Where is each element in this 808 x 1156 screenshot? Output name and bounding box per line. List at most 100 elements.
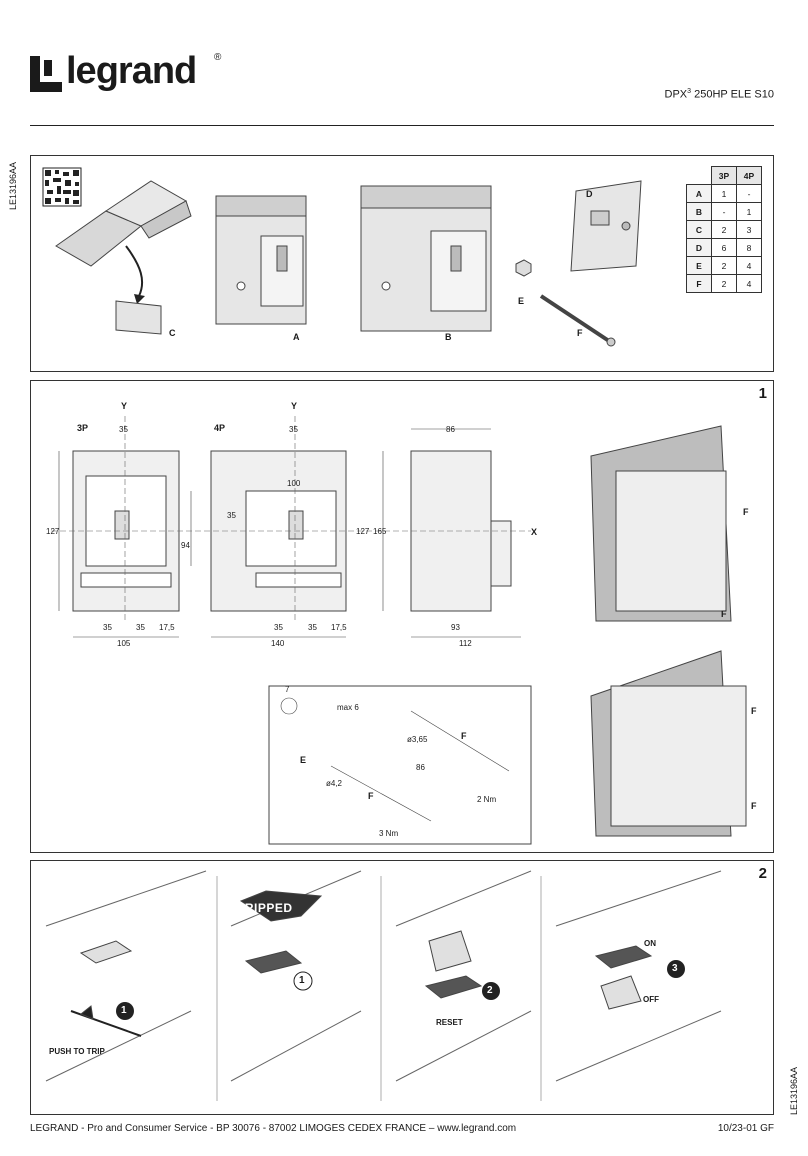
dim-35-c: 35 bbox=[274, 623, 283, 632]
cell-3p: - bbox=[711, 202, 737, 221]
on-lever bbox=[594, 945, 653, 1010]
section-1-number: 1 bbox=[758, 385, 767, 402]
dim-35-top-4p: 35 bbox=[289, 425, 298, 434]
detail-dia365: ø3,65 bbox=[407, 735, 428, 744]
row-key: F bbox=[686, 274, 712, 293]
dim-35-d: 35 bbox=[308, 623, 317, 632]
header-rule bbox=[30, 125, 774, 126]
detail-step: 7 bbox=[285, 685, 290, 694]
step-3: 3 bbox=[672, 963, 678, 974]
label-c: C bbox=[169, 328, 176, 338]
dim-17-5-4p: 17,5 bbox=[331, 623, 347, 632]
label-d: D bbox=[586, 189, 593, 199]
cell-4p: - bbox=[736, 184, 762, 203]
legrand-logo: legrand ® bbox=[28, 50, 228, 98]
col-4p: 4P bbox=[736, 166, 762, 185]
breaker-3p-icon bbox=[215, 195, 307, 325]
dim-127-4p: 127 bbox=[356, 527, 370, 536]
model-prefix: DPX bbox=[664, 88, 688, 101]
model-suffix: 250HP ELE S10 bbox=[691, 88, 774, 101]
f-upper-2: F bbox=[721, 609, 727, 619]
detail-e: E bbox=[300, 755, 307, 765]
label-e: E bbox=[518, 296, 525, 306]
footer: LEGRAND - Pro and Consumer Service - BP … bbox=[30, 1123, 774, 1134]
detail-86: 86 bbox=[416, 763, 425, 772]
quantity-table-header: 3P 4P bbox=[687, 166, 762, 185]
dim-93: 93 bbox=[451, 623, 460, 632]
dim-35-vert: 35 bbox=[227, 511, 236, 520]
qr-code-icon bbox=[42, 167, 82, 207]
row-key: B bbox=[686, 202, 712, 221]
on-label: ON bbox=[644, 939, 656, 948]
push-to-trip-label: PUSH TO TRIP bbox=[49, 1047, 105, 1056]
detail-f-upper: F bbox=[461, 731, 467, 741]
center-lines bbox=[51, 416, 531, 621]
f-lower-1: F bbox=[751, 706, 757, 716]
registered-mark: ® bbox=[214, 52, 222, 63]
nut-icon bbox=[515, 259, 532, 277]
cell-3p: 2 bbox=[711, 274, 737, 293]
label-b: B bbox=[445, 332, 452, 342]
trip-lever-1 bbox=[70, 940, 142, 1037]
section-2-number: 2 bbox=[758, 865, 767, 882]
detail-drawing bbox=[280, 697, 510, 822]
dim-94: 94 bbox=[181, 541, 190, 550]
f-upper-1: F bbox=[743, 507, 749, 517]
screw-icon bbox=[539, 294, 611, 343]
cell-4p: 1 bbox=[736, 202, 762, 221]
table-row: B-1 bbox=[686, 202, 762, 221]
dim-112: 112 bbox=[459, 639, 472, 648]
side-code-left: LE13196AA bbox=[8, 161, 18, 210]
section-2-drawing bbox=[45, 870, 722, 1101]
legrand-mark-icon bbox=[30, 56, 62, 92]
view-label-4p: 4P bbox=[214, 423, 226, 433]
cell-3p: 1 bbox=[711, 184, 737, 203]
step-1b: 1 bbox=[299, 975, 305, 986]
view-label-3p: 3P bbox=[77, 423, 89, 433]
dim-165: 165 bbox=[373, 527, 387, 536]
axis-x: X bbox=[531, 527, 538, 537]
brand-name: legrand bbox=[66, 50, 197, 92]
tripped-lever bbox=[239, 890, 323, 974]
terminal-detail-icon bbox=[570, 180, 642, 272]
arrow-down-icon bbox=[125, 245, 144, 297]
dim-127-3p: 127 bbox=[46, 527, 60, 536]
detail-max: max 6 bbox=[337, 703, 359, 712]
reset-label: RESET bbox=[436, 1018, 463, 1027]
detail-inset bbox=[268, 685, 532, 845]
step-1a: 1 bbox=[121, 1005, 127, 1016]
cell-3p: 2 bbox=[711, 220, 737, 239]
label-f: F bbox=[577, 328, 583, 338]
dim-105: 105 bbox=[117, 639, 131, 648]
dim-35-b: 35 bbox=[136, 623, 145, 632]
row-key: D bbox=[686, 238, 712, 257]
off-label: OFF bbox=[643, 995, 659, 1004]
step-2: 2 bbox=[487, 985, 493, 996]
row-key: A bbox=[686, 184, 712, 203]
detail-torque-2: 2 Nm bbox=[477, 795, 497, 804]
row-key: E bbox=[686, 256, 712, 275]
axis-y-4p: Y bbox=[291, 401, 298, 411]
cell-4p: 8 bbox=[736, 238, 762, 257]
footer-code: 10/23-01 GF bbox=[717, 1123, 774, 1134]
step-badges bbox=[116, 960, 685, 1020]
dim-100: 100 bbox=[287, 479, 301, 488]
f-lower-2: F bbox=[751, 801, 757, 811]
tripped-label: TRIPPED bbox=[237, 901, 293, 915]
label-a: A bbox=[293, 332, 300, 342]
detail-dia42: ø4,2 bbox=[326, 779, 343, 788]
cell-4p: 3 bbox=[736, 220, 762, 239]
box-icon bbox=[55, 180, 192, 267]
detail-f-lower: F bbox=[368, 791, 374, 801]
axis-y-3p: Y bbox=[121, 401, 128, 411]
cell-4p: 4 bbox=[736, 274, 762, 293]
col-3p: 3P bbox=[711, 166, 737, 185]
panel-dividers bbox=[216, 876, 542, 1101]
